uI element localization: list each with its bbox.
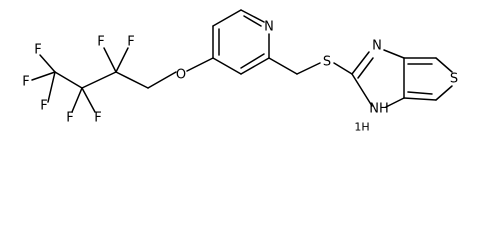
atom-f-4: F xyxy=(66,111,73,126)
bond-ch2-s xyxy=(296,62,321,75)
bond-cf-4 xyxy=(71,87,83,113)
bond-py-double-2 xyxy=(243,15,262,27)
atom-f-1: F xyxy=(34,43,41,58)
atom-f-2: F xyxy=(22,75,29,90)
bond-cf-3 xyxy=(47,71,56,103)
bonds xyxy=(31,9,453,113)
bond-o-c4 xyxy=(186,57,214,72)
bond-im-n1-c2 xyxy=(351,73,373,107)
bond-cf3-c xyxy=(54,71,83,89)
bond-ch2-o xyxy=(147,71,177,89)
bond-im-c2-n3-double xyxy=(357,57,374,79)
bond-cf-2 xyxy=(31,71,56,81)
bond-im-n3-c3a xyxy=(383,49,405,59)
bond-c-c xyxy=(81,71,117,89)
atom-h-prefix: 1H xyxy=(354,121,369,134)
bond-cf-7 xyxy=(115,47,129,73)
atom-f-3: F xyxy=(40,99,47,114)
bond-c-ch2 xyxy=(115,71,149,89)
bond-im-c2-n3 xyxy=(351,51,370,75)
bond-py-c2-n xyxy=(240,9,265,23)
molecule-canvas: F F F F F F F O N S N NH 1H S xyxy=(22,9,458,134)
bond-py-double-3 xyxy=(240,53,265,69)
atom-f-6: F xyxy=(97,35,104,50)
bond-py-c3-c2 xyxy=(212,9,242,27)
bond-th-s-c6 xyxy=(435,85,453,101)
bond-py-c5-c4 xyxy=(212,57,242,75)
molecule-structure: F F F F F F F O N S N NH 1H S xyxy=(22,9,458,134)
bond-im-c6a-n1 xyxy=(385,97,405,108)
bond-th-c6-double xyxy=(407,91,433,95)
atom-s-thioether: S xyxy=(323,55,331,70)
atom-nh-imidazole: NH xyxy=(369,102,389,117)
atom-labels: F F F F F F F O N S N NH 1H S xyxy=(22,20,458,134)
bond-s-c2im xyxy=(333,62,353,75)
atom-o: O xyxy=(176,68,186,83)
atom-f-7: F xyxy=(127,35,134,50)
bond-th-c6-c6a xyxy=(403,97,437,101)
atom-s-thiophene: S xyxy=(450,72,458,87)
bond-py-c6-c5 xyxy=(240,57,270,75)
bond-c6-ch2 xyxy=(268,57,298,75)
atom-n-imidazole: N xyxy=(372,39,382,54)
bond-cf-6 xyxy=(103,47,117,73)
atom-n-pyridine: N xyxy=(264,20,274,35)
atom-f-5: F xyxy=(94,111,101,126)
bond-cf-5 xyxy=(81,87,96,113)
bond-th-c4-s xyxy=(435,57,453,73)
bond-cf-1 xyxy=(39,54,56,73)
